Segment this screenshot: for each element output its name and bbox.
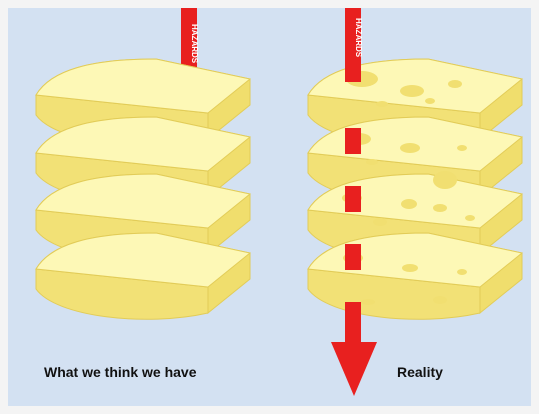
left-cheese-stack: HAZARDS xyxy=(36,8,250,319)
left-caption: What we think we have xyxy=(44,364,196,380)
right-cheese-stack: HAZARDS xyxy=(308,8,522,396)
right-hazard-label: HAZARDS xyxy=(354,18,363,58)
right-hazard-arrowhead xyxy=(331,342,377,396)
right-caption: Reality xyxy=(397,364,443,380)
right-slice-4 xyxy=(308,233,522,319)
left-slice-4 xyxy=(36,233,250,319)
left-hazard-label: HAZARDS xyxy=(190,24,199,64)
